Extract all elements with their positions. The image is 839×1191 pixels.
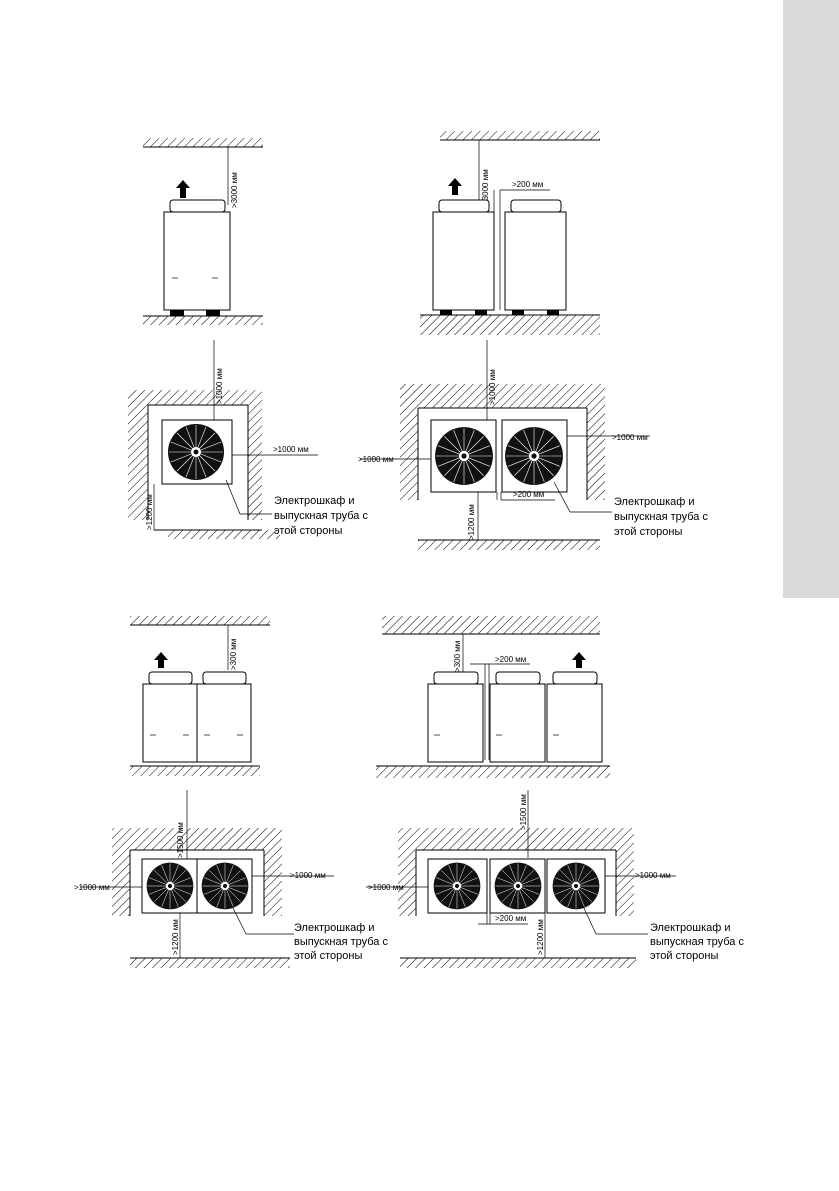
diagram-single-elevation: >3000 мм: [143, 138, 263, 325]
dimension-label: >200 мм: [495, 914, 526, 923]
dimension-label: >1000 мм: [635, 871, 671, 880]
dimension-label: >300 мм: [229, 639, 238, 670]
fan-icon: [433, 862, 481, 910]
fan-icon: [504, 426, 564, 486]
dimension-label: >1000 мм: [74, 883, 110, 892]
dimension-label: >3000 мм: [481, 169, 490, 205]
callout-text: этой стороны: [614, 526, 682, 538]
outdoor-unit: [202, 671, 247, 685]
dimension-label: >1200 мм: [145, 494, 154, 530]
callout-text: этой стороны: [650, 950, 718, 962]
callout-text: выпускная труба с: [294, 936, 388, 948]
callout-text: Электрошкаф и: [294, 922, 375, 934]
dimension-label: >1000 мм: [368, 883, 404, 892]
outdoor-unit: [432, 211, 495, 311]
outdoor-unit: [552, 671, 598, 685]
diagram-double-elevation: >3000 мм >200 мм: [420, 131, 600, 335]
dimension-label: >300 мм: [453, 641, 462, 672]
diagram-three-plan: >1500 мм >1000 мм >1000 мм >200 мм >1200…: [366, 790, 744, 968]
airflow-arrow-icon: [448, 178, 462, 195]
callout-text: выпускная труба с: [614, 511, 708, 523]
diagram-double-plan: >1000 мм >1000 мм >1000 мм >200 мм >1200…: [358, 340, 708, 550]
fan-icon: [167, 423, 225, 481]
dimension-label: >200 мм: [513, 490, 544, 499]
dimension-label: >1000 мм: [358, 455, 394, 464]
fan-icon: [494, 862, 542, 910]
callout-text: Электрошкаф и: [650, 922, 731, 934]
dimension-label: >1000 мм: [612, 433, 648, 442]
outdoor-unit: [438, 199, 490, 213]
dimension-label: >1200 мм: [171, 919, 180, 955]
outdoor-unit: [148, 671, 193, 685]
callout-text: этой стороны: [274, 525, 342, 537]
diagram-two-plan: >1500 мм >1000 мм >1000 мм >1200 мм Элек…: [74, 790, 388, 968]
outdoor-unit: [163, 211, 231, 311]
outdoor-unit: [504, 211, 567, 311]
outdoor-unit: [495, 671, 541, 685]
outdoor-unit: [510, 199, 562, 213]
callout-text: Электрошкаф и: [274, 495, 355, 507]
outdoor-unit: [427, 683, 484, 763]
outdoor-unit: [142, 683, 198, 763]
outdoor-unit: [169, 199, 226, 213]
diagram-single-plan: >1000 мм >1000 мм >1200 мм Электрошкаф и…: [128, 340, 368, 539]
dimension-label: >1000 мм: [273, 445, 309, 454]
dimension-label: >1200 мм: [467, 504, 476, 540]
callout-text: Электрошкаф и: [614, 496, 695, 508]
side-tab: [783, 0, 839, 598]
dimension-label: >1000 мм: [290, 871, 326, 880]
airflow-arrow-icon: [572, 652, 586, 668]
dimension-label: >1500 мм: [519, 794, 528, 830]
dimension-label: >200 мм: [512, 180, 543, 189]
fan-icon: [146, 862, 194, 910]
fan-icon: [201, 862, 249, 910]
fan-icon: [434, 426, 494, 486]
diagram-two-elevation: >300 мм: [130, 616, 270, 776]
airflow-arrow-icon: [176, 180, 190, 198]
callout-text: выпускная труба с: [650, 936, 744, 948]
callout-text: выпускная труба с: [274, 510, 368, 522]
diagram-three-elevation: >300 мм >200 мм: [376, 616, 610, 778]
outdoor-unit: [196, 683, 252, 763]
airflow-arrow-icon: [154, 652, 168, 668]
fan-icon: [552, 862, 600, 910]
dim-ceiling: >3000 мм: [230, 172, 239, 208]
dimension-label: >1000 мм: [215, 368, 224, 404]
outdoor-unit: [546, 683, 603, 763]
outdoor-unit: [489, 683, 546, 763]
dimension-label: >1200 мм: [536, 919, 545, 955]
dimension-label: >200 мм: [495, 655, 526, 664]
callout-text: этой стороны: [294, 950, 362, 962]
outdoor-unit: [433, 671, 479, 685]
